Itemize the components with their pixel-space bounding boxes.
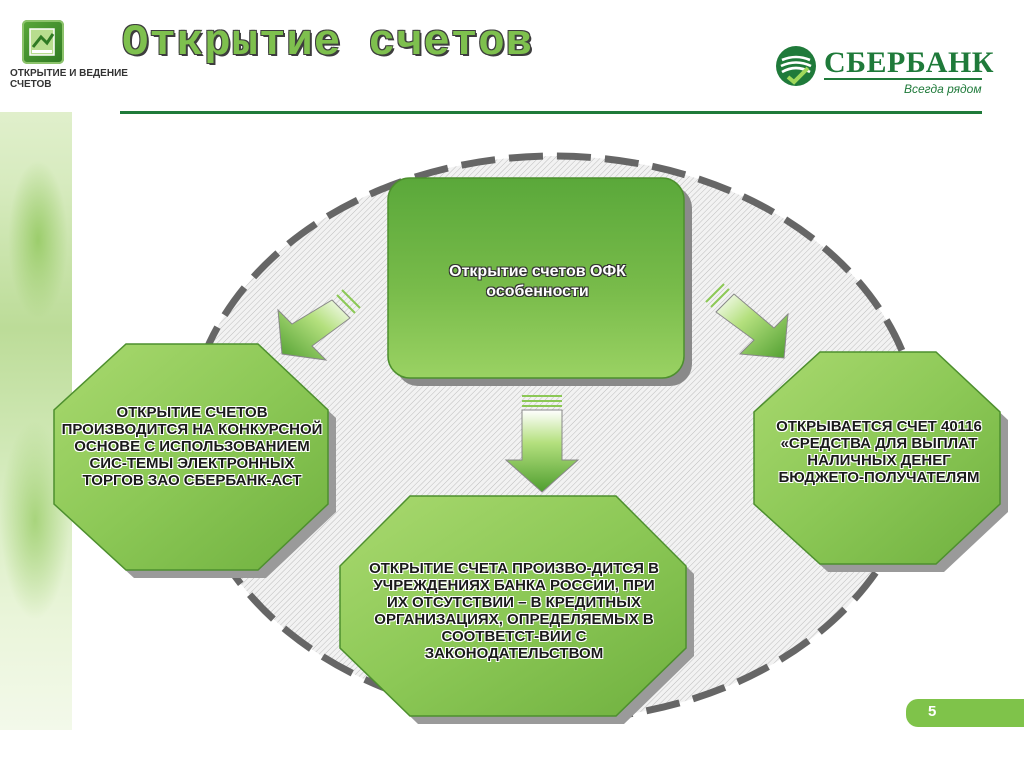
right-octagon-label: ОТКРЫВАЕТСЯ СЧЕТ 40116 «СРЕДСТВА ДЛЯ ВЫП… xyxy=(776,418,982,486)
logo-rule xyxy=(824,78,982,80)
sidebar-header: ОТКРЫТИЕ И ВЕДЕНИЕ СЧЕТОВ xyxy=(0,0,128,112)
right-octagon xyxy=(753,351,1001,565)
left-octagon xyxy=(53,343,329,571)
left-octagon-label: ОТКРЫТИЕ СЧЕТОВ ПРОИЗВОДИТСЯ НА КОНКУРСН… xyxy=(61,404,323,489)
logo-name: СБЕРБАНК xyxy=(824,46,995,79)
sidebar-decoration xyxy=(0,0,72,730)
center-box-label: Открытие счетов ОФК особенности xyxy=(449,263,626,300)
page-title: Открытие счетов xyxy=(122,18,534,68)
arrow-down-icon xyxy=(504,395,580,493)
page-number-badge: 5 xyxy=(906,699,1024,727)
arrow-down-left-icon xyxy=(277,289,361,361)
page-number: 5 xyxy=(928,703,937,720)
sberbank-logo-icon xyxy=(776,46,816,86)
header-divider xyxy=(120,111,982,114)
sberbank-logo: СБЕРБАНК Всегда рядом xyxy=(774,42,994,98)
bottom-octagon-label: ОТКРЫТИЕ СЧЕТА ПРОИЗВО-ДИТСЯ В УЧРЕЖДЕНИ… xyxy=(369,560,659,662)
logo-slogan: Всегда рядом xyxy=(904,82,982,96)
bottom-octagon xyxy=(339,495,687,717)
arrow-down-right-icon xyxy=(705,283,789,359)
folder-document-icon xyxy=(22,20,64,64)
section-label: ОТКРЫТИЕ И ВЕДЕНИЕ СЧЕТОВ xyxy=(10,68,128,90)
center-box xyxy=(387,177,685,379)
